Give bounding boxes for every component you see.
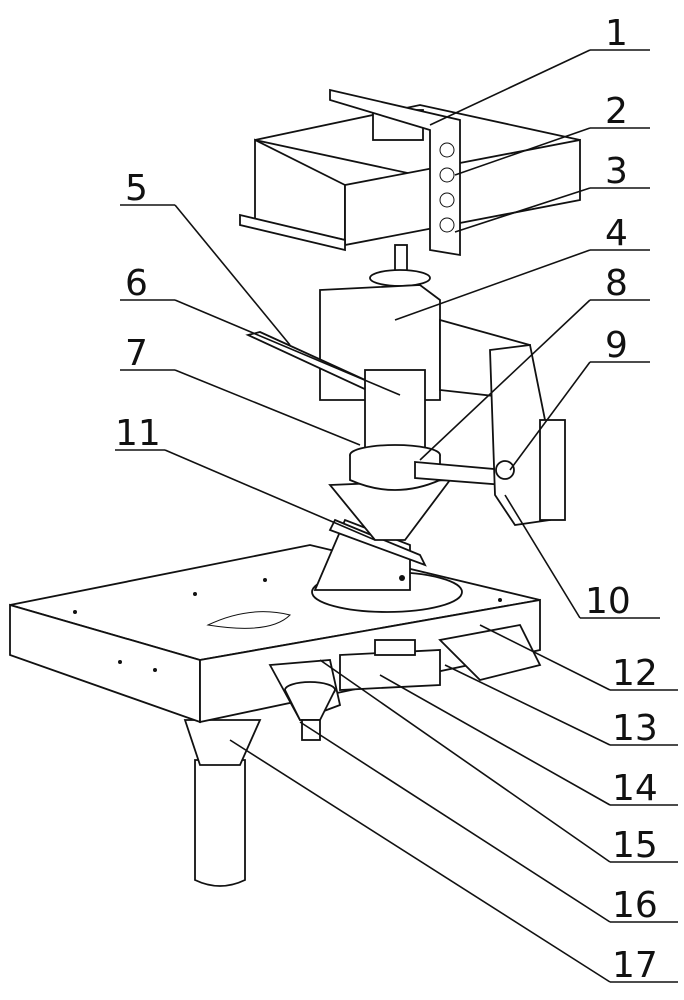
mounting-frame	[329, 88, 461, 257]
svg-text:2: 2	[605, 91, 628, 132]
label-3: 3	[454, 151, 650, 233]
motor-box	[239, 104, 581, 252]
svg-text:5: 5	[125, 168, 148, 209]
svg-text:14: 14	[612, 768, 658, 809]
svg-text:1: 1	[605, 13, 628, 54]
side-slider	[414, 344, 566, 526]
svg-text:11: 11	[115, 413, 161, 454]
svg-text:17: 17	[612, 945, 658, 986]
label-4: 4	[394, 213, 650, 321]
svg-text:10: 10	[585, 581, 631, 622]
label-6: 6	[120, 263, 401, 396]
label-10: 10	[504, 494, 660, 622]
label-11: 11	[115, 413, 376, 541]
label-12: 12	[479, 624, 678, 694]
label-14: 14	[379, 674, 678, 809]
svg-text:6: 6	[125, 263, 148, 304]
svg-text:16: 16	[612, 885, 658, 926]
slide-rail	[339, 639, 441, 691]
label-13: 13	[444, 664, 678, 749]
label-5: 5	[120, 168, 291, 346]
label-9: 9	[509, 325, 650, 471]
label-16: 16	[299, 721, 678, 926]
base-table	[9, 544, 542, 724]
cup-holder	[349, 369, 441, 491]
label-17: 17	[229, 739, 678, 986]
label-7: 7	[120, 333, 361, 446]
label-2: 2	[454, 91, 650, 176]
lower-cup	[284, 681, 336, 741]
svg-text:4: 4	[605, 213, 628, 254]
label-8: 8	[419, 263, 650, 461]
support-column	[183, 719, 262, 887]
svg-text:9: 9	[605, 325, 628, 366]
svg-text:15: 15	[612, 825, 658, 866]
svg-text:7: 7	[125, 333, 148, 374]
label-1: 1	[429, 13, 650, 126]
label-15: 15	[319, 659, 678, 866]
svg-text:13: 13	[612, 708, 658, 749]
svg-text:8: 8	[605, 263, 628, 304]
svg-text:12: 12	[612, 653, 658, 694]
svg-text:3: 3	[605, 151, 628, 192]
